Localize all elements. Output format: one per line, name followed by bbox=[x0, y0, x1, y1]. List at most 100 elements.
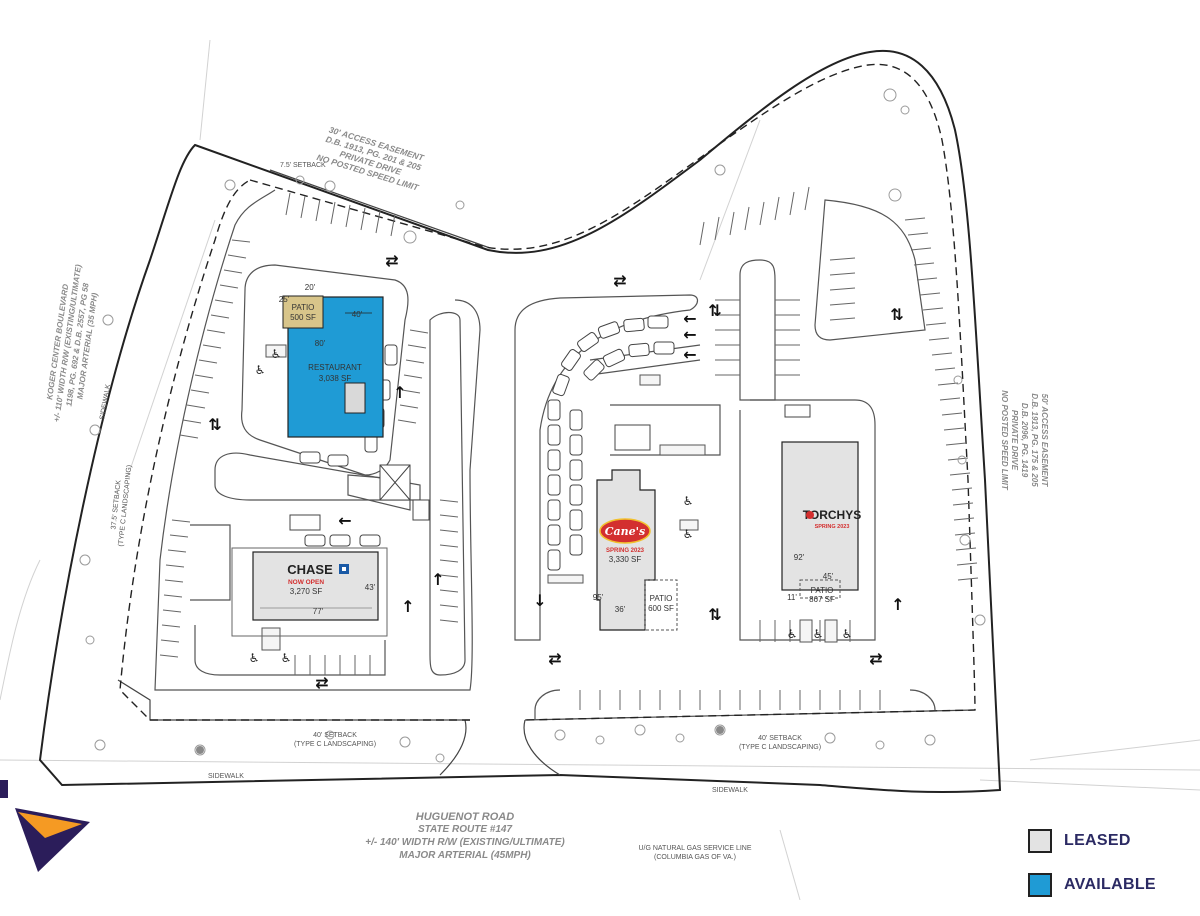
arrow-left-icon: ← bbox=[683, 309, 696, 328]
legend-item-available: AVAILABLE bbox=[1028, 872, 1156, 898]
arrow-up-icon: ↑ bbox=[431, 570, 444, 589]
setback-bottom-right-note: 40' SETBACK (TYPE C LANDSCAPING) bbox=[739, 735, 821, 751]
logo-letter-mark bbox=[0, 780, 8, 798]
accessible-icon: ♿ bbox=[255, 363, 266, 377]
torchys-patio-area: 867 SF bbox=[809, 595, 835, 604]
huguenot-line-3: +/- 140' WIDTH R/W (EXISTING/ULTIMATE) bbox=[365, 837, 565, 848]
tree-dark bbox=[196, 746, 204, 754]
arrow-left-icon: ← bbox=[683, 345, 696, 364]
gas-line-2: (COLUMBIA GAS OF VA.) bbox=[654, 854, 736, 861]
torchys-patio-outline bbox=[799, 579, 841, 599]
arrow-left-icon: ⇄ bbox=[315, 673, 328, 692]
huguenot-line-1: HUGUENOT ROAD bbox=[416, 811, 514, 823]
arrow-left-icon: ⇄ bbox=[869, 649, 882, 668]
access-right-line-5: NO POSTED SPEED LIMIT bbox=[1000, 390, 1009, 491]
canes-depth: 95' bbox=[593, 593, 604, 602]
arrow-updown-icon: ⇅ bbox=[208, 415, 221, 434]
access-easement-top-label: 30' ACCESS EASEMENT D.B. 1913, PG. 201 &… bbox=[316, 124, 426, 192]
left-lot-curbs bbox=[154, 189, 481, 691]
torchys-status: SPRING 2023 bbox=[815, 524, 850, 530]
sidewalk-bottom-left: SIDEWALK bbox=[208, 773, 244, 780]
setback-left-note: 37.5' SETBACK (TYPE C LANDSCAPING) bbox=[110, 465, 134, 547]
arrow-up-icon: ↑ bbox=[401, 597, 414, 616]
access-easement-right-label: 50' ACCESS EASEMENT D.B. 1913, PG. 175 &… bbox=[1000, 390, 1049, 491]
restaurant-patio[interactable]: PATIO 500 SF 20' 25' bbox=[279, 283, 324, 329]
accessible-icon: ♿ bbox=[683, 494, 694, 508]
chase-width: 77' bbox=[313, 607, 324, 616]
setback-left-line-2: (TYPE C LANDSCAPING) bbox=[118, 465, 134, 547]
access-right-line-1: 50' ACCESS EASEMENT bbox=[1040, 394, 1049, 488]
tree-dark bbox=[716, 726, 724, 734]
hatched-zones bbox=[261, 344, 838, 651]
chase-depth: 43' bbox=[365, 583, 376, 592]
setback-bl-line-1: 40' SETBACK bbox=[313, 732, 357, 739]
setback-bottom-left-note: 40' SETBACK (TYPE C LANDSCAPING) bbox=[294, 732, 376, 748]
torchys-footprint[interactable] bbox=[781, 441, 859, 591]
restaurant-patio-dim-b: 25' bbox=[279, 295, 290, 304]
right-lot-stalls bbox=[579, 186, 979, 710]
contour-lines bbox=[0, 39, 1200, 900]
restaurant-patio-label: PATIO bbox=[292, 303, 315, 312]
restaurant-cooler bbox=[344, 382, 366, 414]
restaurant-width: 40' bbox=[352, 310, 363, 319]
restaurant-label: RESTAURANT bbox=[308, 363, 362, 372]
gas-line-1: U/G NATURAL GAS SERVICE LINE bbox=[638, 845, 751, 852]
legend-swatch-leased bbox=[1028, 829, 1052, 853]
torchys-building[interactable]: TORCHYS SPRING 2023 92' 45' 11' PATIO 86… bbox=[781, 441, 861, 604]
chase-brand: CHASE bbox=[287, 562, 333, 577]
accessible-icon: ♿ bbox=[271, 347, 282, 361]
huguenot-road-label: HUGUENOT ROAD STATE ROUTE #147 +/- 140' … bbox=[365, 811, 565, 861]
accessible-icon: ♿ bbox=[281, 651, 292, 665]
accessible-icon: ♿ bbox=[787, 627, 798, 641]
arrow-left-icon: ⇄ bbox=[613, 271, 626, 290]
arrow-down-icon: ↓ bbox=[533, 591, 546, 610]
chase-building[interactable]: CHASE NOW OPEN 3,270 SF 77' 43' bbox=[231, 547, 388, 637]
brand-logo bbox=[0, 780, 90, 872]
arrow-left-icon: ⇄ bbox=[548, 649, 561, 668]
chase-status: NOW OPEN bbox=[288, 579, 324, 586]
arrow-left-icon: ← bbox=[338, 511, 351, 530]
access-right-line-4: PRIVATE DRIVE bbox=[1010, 410, 1019, 471]
utility-structures bbox=[289, 404, 811, 531]
torchys-depth: 92' bbox=[794, 553, 805, 562]
huguenot-line-2: STATE ROUTE #147 bbox=[418, 824, 513, 835]
restaurant-patio-footprint[interactable] bbox=[282, 295, 324, 329]
torchys-brand: TORCHYS bbox=[803, 508, 861, 522]
restaurant-area: 3,038 SF bbox=[319, 374, 352, 383]
koger-road-label: KOGER CENTER BOULEVARD +/- 110' WIDTH R/… bbox=[45, 264, 99, 423]
drive-thru-queue bbox=[547, 315, 675, 571]
chase-footprint[interactable] bbox=[252, 551, 379, 621]
arrow-updown-icon: ⇅ bbox=[708, 301, 721, 320]
canes-logo bbox=[599, 518, 651, 544]
accessible-icon: ♿ bbox=[842, 627, 853, 641]
access-right-line-2: D.B. 1913, PG. 175 & 205 bbox=[1030, 393, 1039, 487]
sidewalk-left: SIDEWALK bbox=[99, 383, 112, 420]
right-lot-curbs bbox=[514, 199, 936, 720]
sidewalk-bottom-right: SIDEWALK bbox=[712, 787, 748, 794]
canes-building[interactable]: Cane's SPRING 2023 3,330 SF 36' 95' PATI… bbox=[593, 469, 678, 631]
setback-line bbox=[119, 63, 976, 721]
canes-brand: Cane's bbox=[605, 525, 645, 538]
arrow-left-icon: ← bbox=[683, 325, 696, 344]
setback-bl-line-2: (TYPE C LANDSCAPING) bbox=[294, 741, 376, 748]
restaurant-patio-dim-a: 20' bbox=[305, 283, 316, 292]
accessible-icon: ♿ bbox=[249, 651, 260, 665]
traffic-arrows: ⇄ ⇄ ⇅ ⇅ ⇅ ⇅ ⇄ ⇄ ⇄ ↑ ↑ ↑ ↑ ↓ ← ← ← ← bbox=[208, 251, 904, 692]
canes-patio-area: 600 SF bbox=[648, 604, 674, 613]
canes-status: SPRING 2023 bbox=[606, 548, 645, 554]
setback-br-line-2: (TYPE C LANDSCAPING) bbox=[739, 744, 821, 751]
arrow-left-icon: ⇄ bbox=[385, 251, 398, 270]
torchys-logo-icon bbox=[806, 511, 814, 519]
legend-label-available: AVAILABLE bbox=[1064, 876, 1156, 893]
legend: LEASED AVAILABLE bbox=[1028, 828, 1156, 916]
canes-patio-label: PATIO bbox=[650, 594, 673, 603]
huguenot-line-4: MAJOR ARTERIAL (45MPH) bbox=[399, 850, 531, 861]
torchys-patio-label: PATIO bbox=[811, 586, 834, 595]
canes-area: 3,330 SF bbox=[609, 555, 642, 564]
accessible-icon: ♿ bbox=[813, 627, 824, 641]
chase-area: 3,270 SF bbox=[290, 587, 323, 596]
torchys-width: 45' bbox=[823, 572, 834, 581]
gas-line-note: U/G NATURAL GAS SERVICE LINE (COLUMBIA G… bbox=[638, 845, 751, 861]
arrow-up-icon: ↑ bbox=[393, 383, 406, 402]
setback-br-line-1: 40' SETBACK bbox=[758, 735, 802, 742]
